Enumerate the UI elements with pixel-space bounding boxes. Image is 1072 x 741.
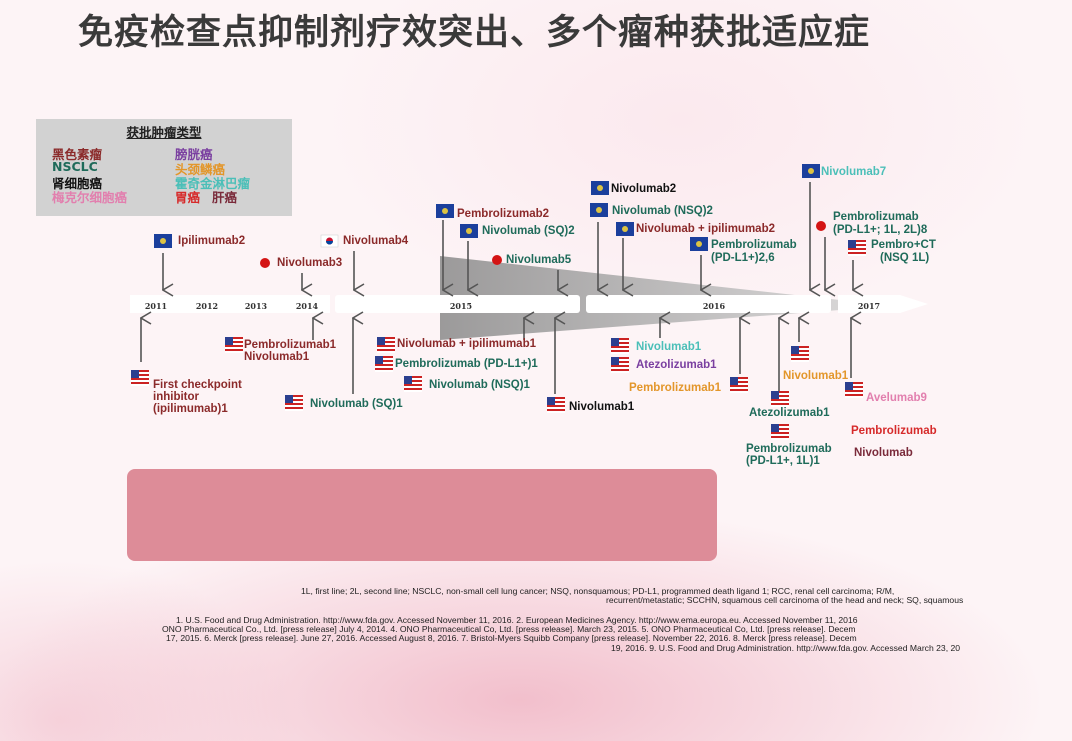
event-label: Nivolumab (SQ)1 [310, 398, 403, 410]
pink-callout-box [127, 469, 717, 561]
year-2017: 2017 [857, 301, 881, 311]
event-label: (PD-L1+; 1L, 2L)8 [833, 224, 928, 236]
event-label: Pembrolizumab [851, 425, 937, 437]
year-2012: 2012 [195, 301, 219, 311]
event-label: Nivolumab4 [343, 235, 409, 247]
footnote-abbreviations-1: 1L, first line; 2L, second line; NSCLC, … [301, 586, 895, 596]
event-label: Nivolumab3 [277, 257, 343, 269]
legend-item-merkel: 梅克尔细胞癌 [52, 190, 128, 205]
event-label: Pembrolizumab2 [457, 208, 550, 220]
year-2016: 2016 [702, 301, 726, 311]
us-flags [131, 240, 866, 440]
event-label: Pembrolizumab [746, 443, 832, 455]
footnote-reference-3: 17, 2015. 6. Merck [press release]. June… [166, 633, 857, 643]
event-label: (PD-L1+)2,6 [711, 252, 775, 264]
event-label: Pembrolizumab1 [629, 382, 722, 394]
event-label: Pembrolizumab1 [244, 339, 337, 351]
event-label: Nivolumab5 [506, 254, 572, 266]
event-label: Nivolumab + ipilimumab1 [397, 338, 536, 350]
event-label: (NSQ 1L) [880, 252, 930, 264]
event-label: Pembrolizumab (PD-L1+)1 [395, 358, 538, 370]
legend-title: 获批肿瘤类型 [126, 125, 202, 140]
legend-item-melanoma: 黑色素瘤 [52, 147, 103, 162]
event-label: First checkpoint [153, 379, 242, 391]
year-2011: 2011 [144, 301, 168, 311]
year-2013: 2013 [244, 301, 268, 311]
event-label: Nivolumab (SQ)2 [482, 225, 575, 237]
timeline-bar-2011-2014 [130, 295, 330, 313]
footnote-reference-1: 1. U.S. Food and Drug Administration. ht… [176, 615, 858, 625]
event-label: Pembro+CT [871, 239, 936, 251]
tumor-type-legend: 获批肿瘤类型 黑色素瘤 膀胱癌 NSCLC 头颈鳞癌 肾细胞癌 霍奇金淋巴瘤 梅… [36, 119, 292, 216]
footnote-abbreviations-2: recurrent/metastatic; SCCHN, squamous ce… [606, 595, 964, 605]
event-label: Nivolumab2 [611, 183, 677, 195]
timeline-bar-2017 [838, 295, 928, 313]
event-label: Nivolumab1 [636, 341, 702, 353]
legend-item-liver: 肝癌 [212, 190, 238, 205]
footnote-reference-4: 19, 2016. 9. U.S. Food and Drug Administ… [611, 643, 961, 653]
event-label: Ipilimumab2 [178, 235, 246, 247]
event-label: Avelumab9 [866, 392, 927, 404]
japan-flag-icon [492, 255, 502, 265]
japan-flag-icon [260, 258, 270, 268]
legend-item-nsclc: NSCLC [52, 159, 98, 174]
korea-flag-icon [320, 234, 339, 248]
footnote-reference-2: ONO Pharmaceutical Co., Ltd. [press rele… [162, 624, 856, 634]
event-label: Nivolumab (NSQ)1 [429, 379, 530, 391]
timeline-bar-2016 [586, 295, 831, 313]
event-label: Atezolizumab1 [749, 407, 830, 419]
legend-item-bladder: 膀胱癌 [175, 147, 213, 162]
year-2014: 2014 [295, 301, 319, 311]
year-2015: 2015 [449, 301, 473, 311]
event-label: Atezolizumab1 [636, 359, 717, 371]
event-label: Nivolumab [854, 447, 913, 459]
event-label: Nivolumab1 [244, 351, 310, 363]
page-title: 免疫检查点抑制剂疗效突出、多个瘤种获批适应症 [78, 13, 871, 53]
event-label: Nivolumab + ipilimumab2 [636, 223, 775, 235]
legend-item-head-neck: 头颈鳞癌 [175, 162, 226, 177]
legend-item-hodgkin: 霍奇金淋巴瘤 [175, 176, 251, 191]
event-label: inhibitor [153, 391, 199, 403]
event-label: Pembrolizumab [711, 239, 797, 251]
event-label: (PD-L1+, 1L)1 [746, 455, 820, 467]
event-label: Nivolumab (NSQ)2 [612, 205, 713, 217]
legend-item-gastric: 胃癌 [175, 190, 201, 205]
event-label: Pembrolizumab [833, 211, 919, 223]
event-label: Nivolumab7 [821, 166, 887, 178]
event-label: Nivolumab1 [569, 401, 635, 413]
legend-item-rcc: 肾细胞癌 [52, 176, 103, 191]
japan-flag-icon [816, 221, 826, 231]
timeline-bar-2015 [335, 295, 580, 313]
event-label: (ipilimumab)1 [153, 403, 228, 415]
event-label: Nivolumab1 [783, 370, 849, 382]
